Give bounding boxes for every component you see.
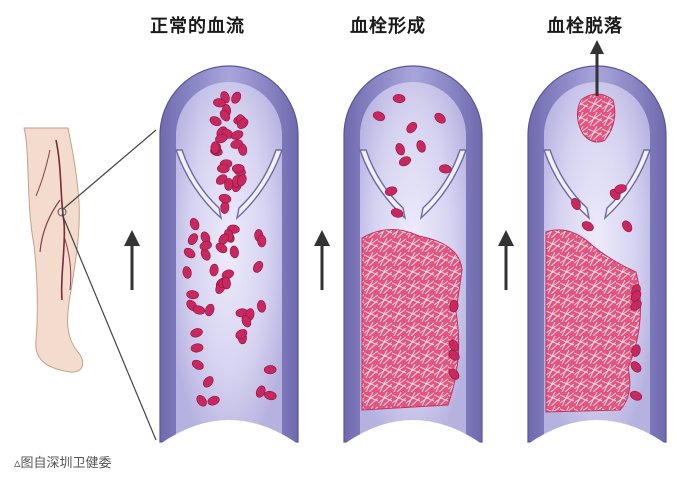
- vessel-panels: [124, 40, 667, 444]
- red-blood-cell: [630, 361, 642, 373]
- red-blood-cell: [187, 233, 199, 245]
- red-blood-cell: [231, 130, 244, 140]
- red-blood-cell: [581, 221, 594, 232]
- red-blood-cell: [448, 349, 460, 361]
- flow-arrowhead-icon: [124, 230, 140, 246]
- vessel-cut-edge: [344, 420, 482, 444]
- valve-leaflet-left: [175, 149, 223, 220]
- red-blood-cell: [202, 376, 214, 388]
- red-blood-cell: [215, 133, 228, 144]
- red-blood-cell: [183, 247, 196, 259]
- red-blood-cell: [390, 208, 404, 218]
- red-blood-cell: [263, 365, 277, 375]
- red-blood-cell: [209, 116, 222, 127]
- red-blood-cell: [182, 266, 192, 279]
- red-blood-cell: [229, 245, 239, 259]
- red-blood-cell: [186, 290, 199, 300]
- red-blood-cell: [449, 339, 459, 352]
- red-blood-cell: [231, 164, 245, 174]
- red-blood-cell: [629, 390, 643, 401]
- red-blood-cell: [264, 390, 277, 401]
- red-blood-cell: [190, 343, 204, 353]
- red-blood-cell: [209, 263, 219, 277]
- red-blood-cell: [219, 109, 231, 122]
- red-blood-cell: [392, 94, 406, 104]
- red-blood-cell: [406, 121, 418, 134]
- valve-leaflet-left: [359, 149, 407, 220]
- vessel-panel-1: [343, 65, 483, 444]
- red-blood-cell: [190, 328, 203, 338]
- red-blood-cell: [622, 220, 633, 233]
- red-blood-cell: [230, 139, 243, 149]
- panel-title-thrombus-forming: 血栓形成: [350, 16, 426, 37]
- red-blood-cell: [215, 174, 228, 185]
- red-blood-cell: [199, 240, 212, 251]
- red-blood-cell: [630, 300, 642, 311]
- red-blood-cell: [241, 315, 252, 328]
- red-blood-cell: [257, 234, 267, 248]
- red-blood-cell: [448, 368, 460, 380]
- flow-arrowhead-icon: [498, 230, 514, 246]
- panel-title-normal-flow: 正常的血流: [150, 16, 245, 37]
- valve-leaflet-right: [603, 149, 651, 220]
- panel-title-thrombus-detaching: 血栓脱落: [547, 16, 623, 37]
- vessel-cut-edge: [528, 420, 666, 444]
- red-blood-cell: [218, 193, 232, 204]
- red-blood-cell: [221, 269, 234, 280]
- detached-embolus: [577, 93, 616, 143]
- vessel-panel-2: [527, 40, 667, 444]
- red-blood-cell: [439, 164, 452, 174]
- red-blood-cell: [210, 141, 220, 154]
- red-blood-cell: [253, 260, 264, 273]
- red-blood-cell: [398, 156, 411, 167]
- red-blood-cell: [256, 300, 267, 313]
- red-blood-cell: [192, 305, 206, 315]
- red-blood-cell: [231, 91, 242, 104]
- vessel-lumen: [176, 82, 282, 442]
- red-blood-cell: [207, 395, 220, 406]
- red-blood-cell: [630, 290, 642, 302]
- red-blood-cell: [571, 197, 581, 210]
- thrombus-remaining: [545, 229, 641, 413]
- escape-arrowhead-icon: [590, 40, 604, 54]
- red-blood-cell: [236, 174, 247, 187]
- vessel-cut-edge: [160, 420, 298, 444]
- leg-illustration: [23, 127, 157, 441]
- red-blood-cell: [224, 178, 234, 191]
- red-blood-cell: [196, 395, 207, 407]
- red-blood-cell: [614, 184, 627, 194]
- red-blood-cell: [216, 164, 230, 174]
- red-blood-cell: [434, 112, 446, 124]
- red-blood-cell: [189, 217, 200, 231]
- thrombus-mass: [361, 229, 463, 411]
- red-blood-cell: [205, 303, 215, 317]
- red-blood-cell: [384, 186, 398, 196]
- image-caption: ▵图自深圳卫健委: [14, 456, 112, 471]
- valve-leaflet-right: [419, 149, 467, 220]
- flow-arrowhead-icon: [314, 230, 330, 246]
- red-blood-cell: [235, 329, 248, 340]
- red-blood-cell: [416, 140, 426, 153]
- red-blood-cell: [631, 344, 641, 357]
- red-blood-cell: [449, 299, 459, 313]
- red-blood-cell: [237, 118, 249, 129]
- red-blood-cell: [191, 359, 204, 370]
- red-blood-cell: [221, 276, 231, 290]
- valve-leaflet-right: [235, 149, 283, 220]
- vessel-panel-0: [159, 65, 299, 444]
- red-blood-cell: [215, 242, 228, 254]
- red-blood-cell: [372, 111, 386, 122]
- red-blood-cell: [255, 385, 266, 398]
- red-blood-cell: [213, 98, 226, 108]
- red-blood-cell: [395, 143, 405, 156]
